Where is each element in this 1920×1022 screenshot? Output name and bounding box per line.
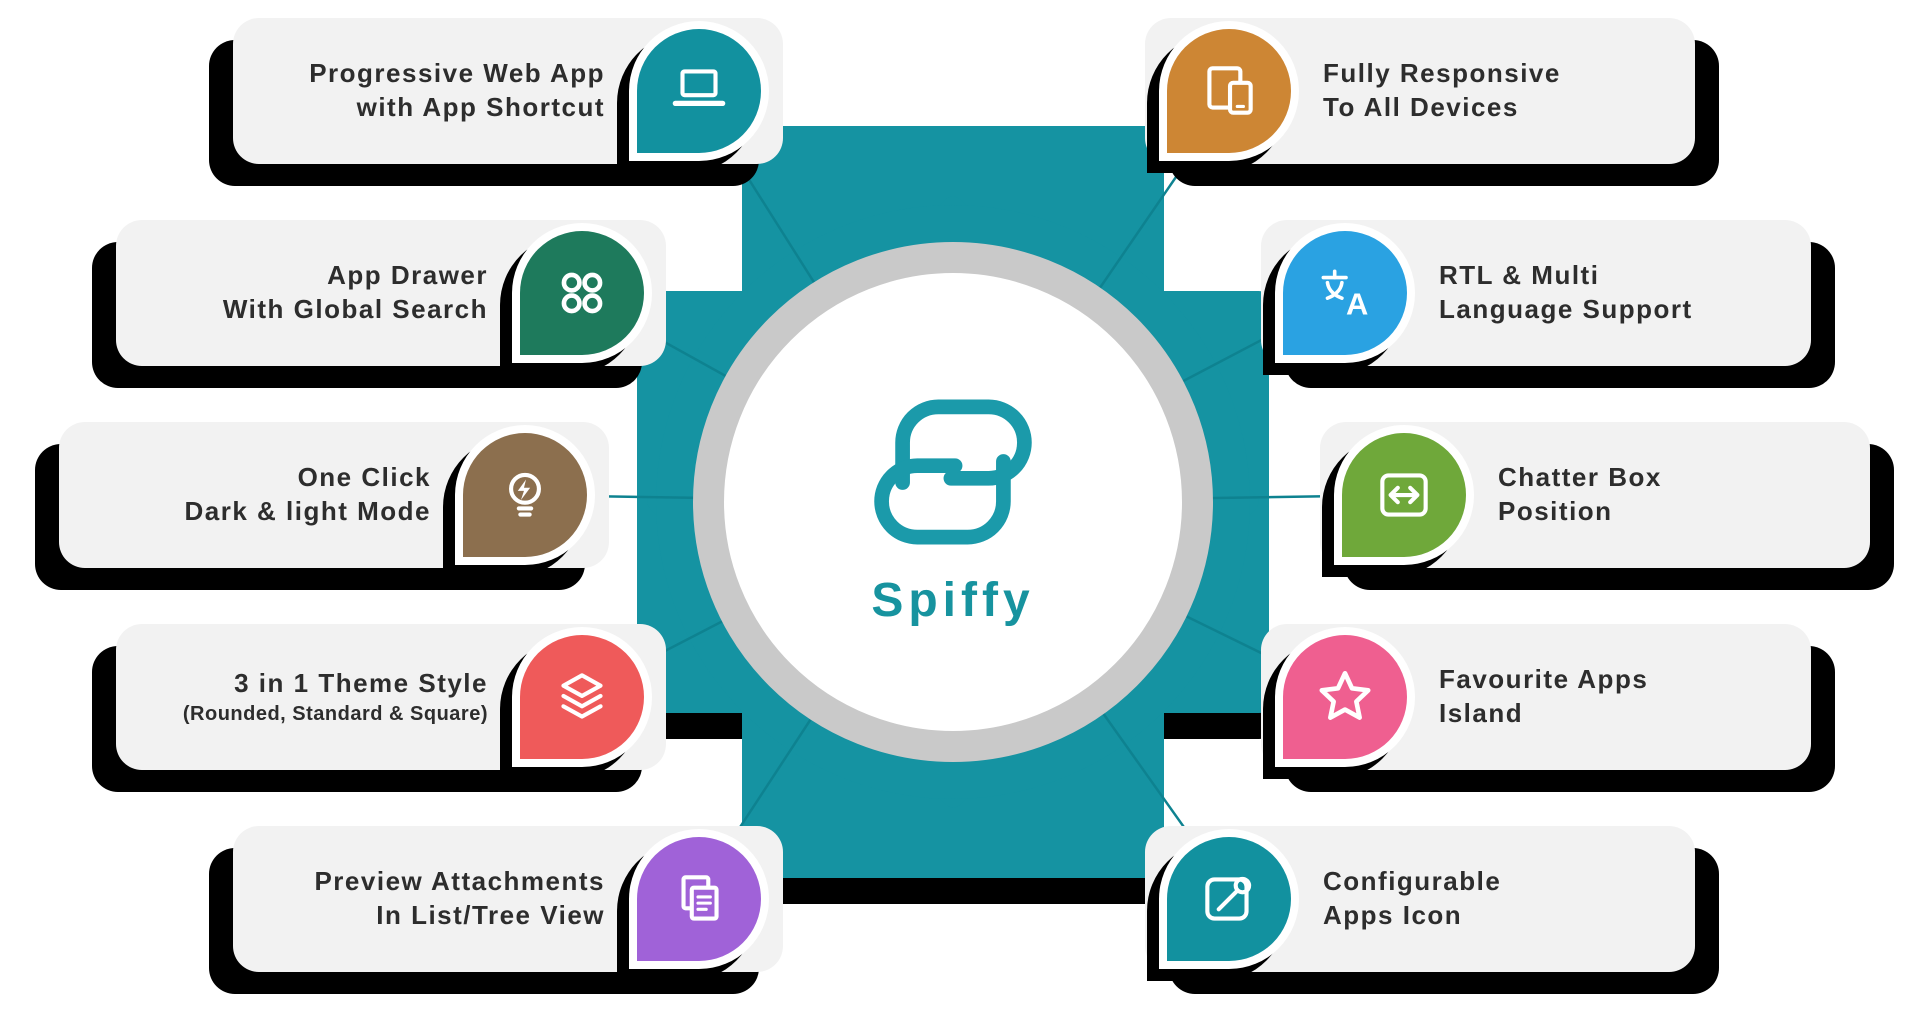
layers-icon [561, 673, 603, 719]
svg-text:A: A [1346, 287, 1368, 322]
feature-title: Fully Responsive [1323, 58, 1561, 89]
feature-title: 3 in 1 Theme Style [234, 668, 488, 699]
feature-badge [629, 21, 769, 161]
feature-badge [512, 223, 652, 363]
bulb-flash-icon [509, 472, 541, 517]
feature-card-preview-attachments: Preview Attachments In List/Tree View [233, 826, 783, 972]
feature-title: Progressive Web App [309, 58, 605, 89]
star-icon [1319, 670, 1371, 720]
documents-icon [681, 875, 719, 921]
feature-card-app-drawer: App Drawer With Global Search [116, 220, 666, 366]
feature-card-favourite-apps: Favourite Apps Island [1261, 624, 1811, 770]
feature-subtitle: In List/Tree View [376, 900, 605, 930]
feature-subtitle: (Rounded, Standard & Square) [182, 702, 488, 725]
feature-title: Preview Attachments [314, 866, 605, 897]
feature-title: Configurable [1323, 866, 1502, 897]
feature-title: Chatter Box [1498, 462, 1662, 493]
feature-subtitle: Language Support [1439, 294, 1693, 324]
feature-badge: A [1275, 223, 1415, 363]
feature-subtitle: with App Shortcut [356, 92, 605, 122]
feature-subtitle: Dark & light Mode [184, 496, 431, 526]
feature-card-configurable-apps: Configurable Apps Icon [1145, 826, 1695, 972]
devices-icon [1207, 66, 1253, 115]
app-name: Spiffy [871, 573, 1035, 627]
feature-badge [512, 627, 652, 767]
feature-badge [1159, 21, 1299, 161]
feature-card-theme-style: 3 in 1 Theme Style (Rounded, Standard & … [116, 624, 666, 770]
feature-title: One Click [297, 462, 431, 493]
feature-title: Favourite Apps [1439, 664, 1649, 695]
feature-card-progressive-web-app: Progressive Web App with App Shortcut [233, 18, 783, 164]
feature-title: RTL & Multi [1439, 260, 1600, 291]
feature-badge [455, 425, 595, 565]
feature-badge [1159, 829, 1299, 969]
feature-subtitle: Apps Icon [1323, 900, 1463, 930]
feature-subtitle: To All Devices [1323, 92, 1519, 122]
feature-badge [1275, 627, 1415, 767]
translate-icon: A [1321, 269, 1368, 322]
app-grid-icon [561, 272, 603, 314]
feature-card-dark-light-mode: One Click Dark & light Mode [59, 422, 609, 568]
spiffy-s-logo [874, 399, 1032, 544]
feature-card-fully-responsive: Fully Responsive To All Devices [1145, 18, 1695, 164]
feature-card-chatter-position: Chatter Box Position [1320, 422, 1870, 568]
feature-badge [629, 829, 769, 969]
feature-card-rtl-language: A RTL & Multi Language Support [1261, 220, 1811, 366]
feature-subtitle: Island [1439, 698, 1524, 728]
configure-icon [1205, 876, 1252, 921]
feature-title: App Drawer [327, 260, 488, 291]
feature-subtitle: Position [1498, 496, 1613, 526]
center-circle: Spiffy [693, 242, 1213, 762]
feature-badge [1334, 425, 1474, 565]
chatter-arrows-icon [1380, 473, 1428, 517]
laptop-icon [672, 69, 726, 106]
feature-subtitle: With Global Search [222, 294, 488, 324]
